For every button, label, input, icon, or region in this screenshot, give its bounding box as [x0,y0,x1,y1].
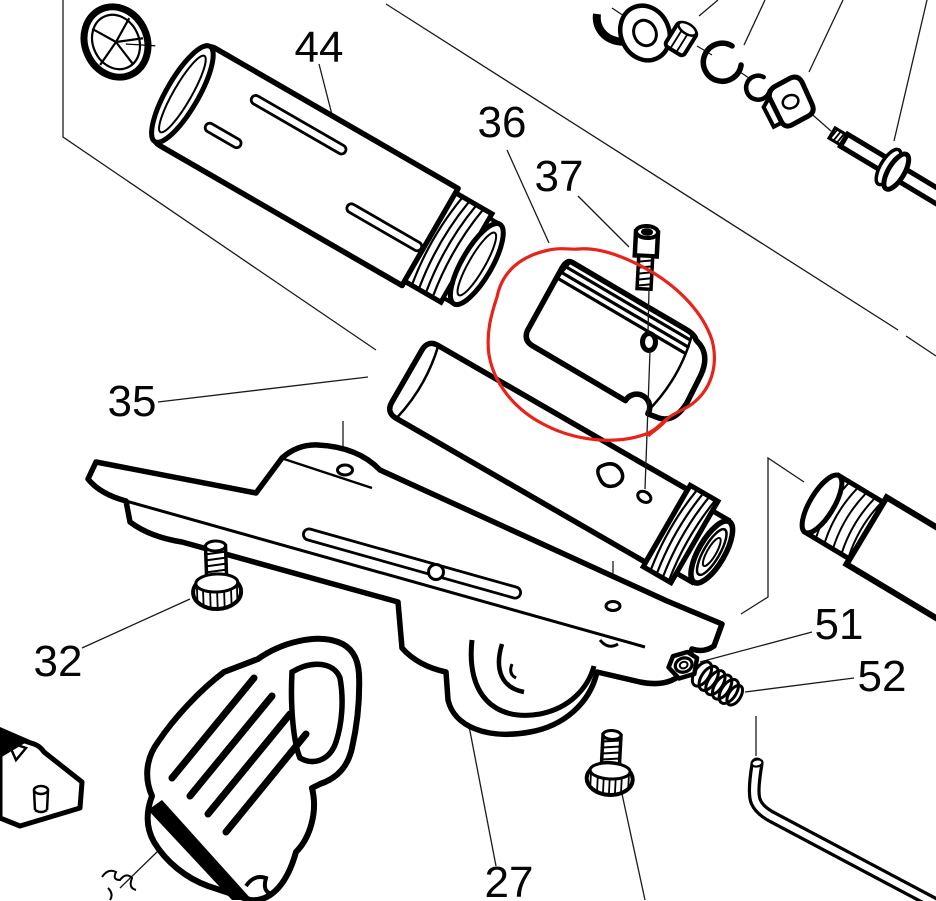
leader-32 [81,598,191,649]
receiver-drawing [85,442,725,737]
leader-line [740,456,805,615]
highlight-annotation [486,247,716,442]
trigger-guard [468,639,597,718]
barrel-drawing [799,472,936,656]
power-tube-drawing [386,340,736,587]
plate-pin [32,784,50,814]
part-label-44: 44 [295,23,344,72]
grip-edge-band [148,800,252,900]
thumbscrew-32-drawing [191,539,244,611]
hex-block-drawing [761,74,816,130]
leader-37 [577,195,630,248]
mount-plate-drawing [0,727,85,829]
washer-drawing [617,3,673,63]
tube-screw-hole [636,489,653,504]
frame-thumbscrew-drawing [584,728,635,797]
leader-line [698,0,928,142]
trigger [496,643,525,695]
handwritten-scribble [101,869,137,901]
retaining-clip-drawing [700,40,744,84]
receiver-slot [302,527,522,600]
lock-nut-drawing [666,649,700,681]
small-clip-drawing [743,73,772,102]
leader-35 [157,376,369,403]
highlight-stroke-tail [646,417,669,438]
adjuster-wheel-drawing [80,3,156,81]
leader-bottom [621,793,646,901]
leader-36 [506,149,550,244]
part-label-36: 36 [478,98,527,147]
leader-52 [744,677,855,693]
leader-51 [699,631,813,663]
allen-wrench-drawing [747,757,936,901]
construction-lines [62,0,936,901]
highlight-circle [486,247,716,442]
bolt-drawing [523,258,708,422]
grip-ribs [168,674,310,836]
part-label-35: 35 [108,377,157,426]
receiver-hole [427,563,445,581]
receiver-front-hole [336,463,354,477]
leader-line [62,0,377,351]
leader-scribble [119,850,159,889]
bolt-screw-drawing [632,223,661,292]
pin-shaft-drawing [826,125,936,210]
leader-line [385,3,936,357]
shroud-slot [203,121,243,150]
shroud-slot [345,202,424,253]
part-label-27: 27 [485,858,534,901]
receiver-rear-hole [604,600,622,612]
bolt-screw-hole [640,331,658,353]
part-label-51: 51 [815,600,864,649]
part-label-52: 52 [858,652,907,701]
part-label-37: 37 [535,152,584,201]
part-label-32: 32 [34,637,83,686]
spring-drawing [690,660,745,707]
tube-sear-slot [596,462,625,489]
screw-axis-line [644,288,651,490]
part-labels: 44 36 37 35 32 51 52 27 [34,23,907,901]
hardware-chain [592,3,936,210]
small-nut-drawing [663,20,699,58]
grip-drawing [144,635,363,901]
shroud-slot [249,94,348,156]
barrel-shroud-drawing [149,43,506,308]
